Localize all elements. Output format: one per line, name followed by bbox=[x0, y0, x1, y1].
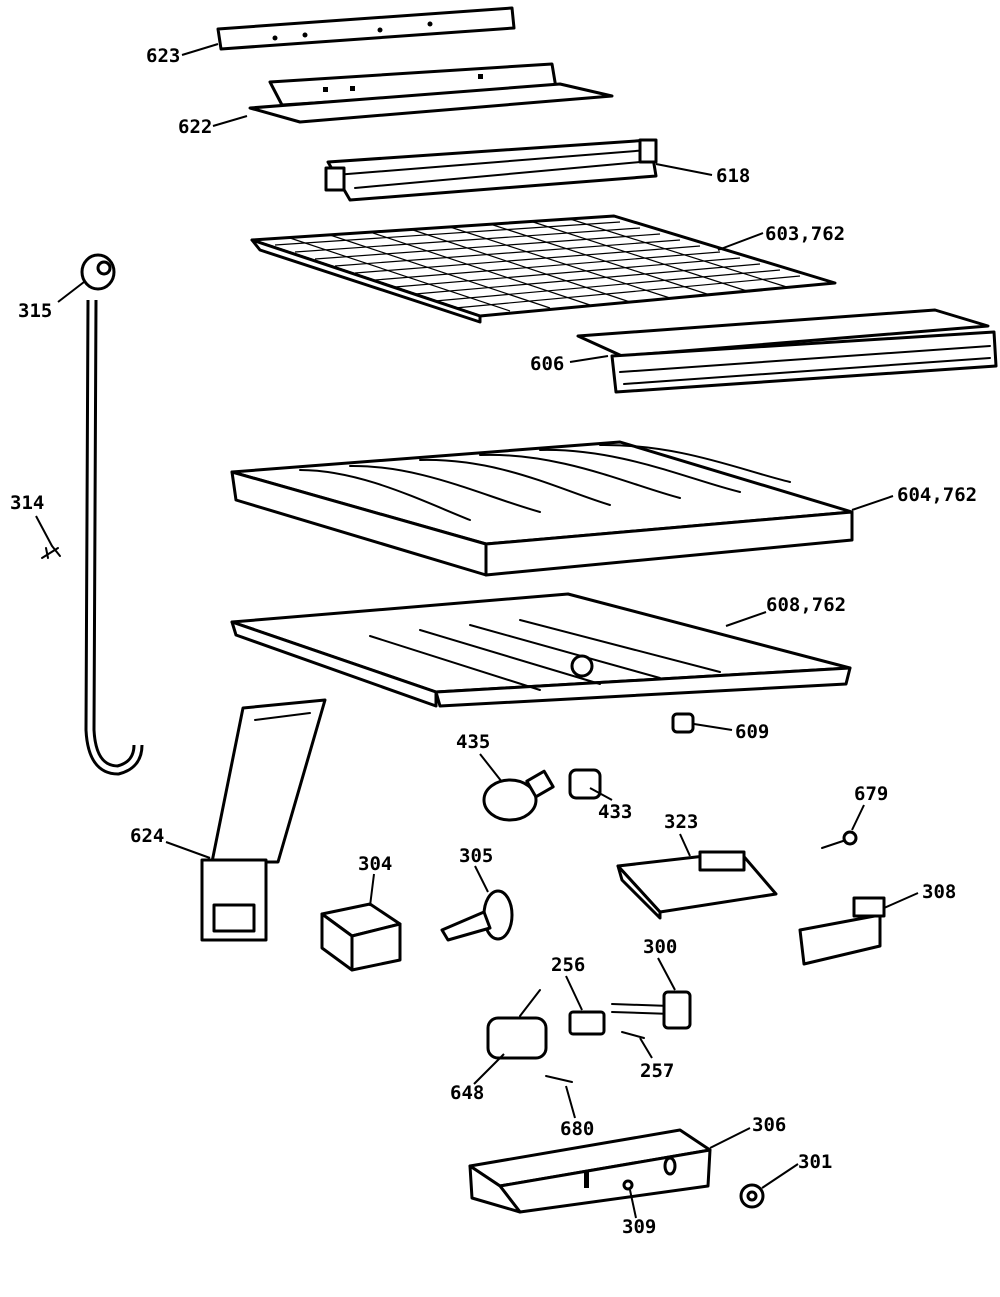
part-305-knob bbox=[440, 889, 514, 942]
callout-308: 308 bbox=[922, 881, 956, 903]
part-308-bracket bbox=[798, 896, 886, 966]
callout-604-762: 604,762 bbox=[897, 484, 977, 506]
part-301-nut bbox=[739, 1183, 765, 1209]
callout-618: 618 bbox=[716, 165, 750, 187]
part-623-bracket bbox=[216, 6, 516, 51]
callout-305: 305 bbox=[459, 845, 493, 867]
callout-435: 435 bbox=[456, 731, 490, 753]
part-679-screw bbox=[821, 830, 858, 849]
part-608-lower-shelf bbox=[230, 592, 852, 708]
callout-300: 300 bbox=[643, 936, 677, 958]
callout-609: 609 bbox=[735, 721, 769, 743]
part-306-bracket bbox=[468, 1128, 712, 1214]
part-609-clip bbox=[671, 712, 695, 734]
part-618-shield bbox=[324, 138, 658, 202]
callout-603-762: 603,762 bbox=[765, 223, 845, 245]
part-624-panel bbox=[200, 698, 327, 942]
callout-680: 680 bbox=[560, 1118, 594, 1140]
callout-315: 315 bbox=[18, 300, 52, 322]
part-435-bulb bbox=[482, 769, 555, 822]
callout-323: 323 bbox=[664, 811, 698, 833]
callout-648: 648 bbox=[450, 1082, 484, 1104]
callout-306: 306 bbox=[752, 1114, 786, 1136]
callout-301: 301 bbox=[798, 1151, 832, 1173]
part-680-screw bbox=[545, 1075, 573, 1083]
callout-309: 309 bbox=[622, 1216, 656, 1238]
part-315-drain-tube bbox=[80, 253, 144, 776]
part-606-trim bbox=[576, 308, 998, 394]
part-622-plate bbox=[248, 62, 614, 124]
callout-304: 304 bbox=[358, 853, 392, 875]
callout-314: 314 bbox=[10, 492, 44, 514]
part-314-clip bbox=[41, 545, 61, 559]
part-433-socket bbox=[568, 768, 602, 800]
part-304-block bbox=[320, 902, 402, 972]
callout-257: 257 bbox=[640, 1060, 674, 1082]
part-256-terminal bbox=[568, 1010, 606, 1036]
part-323-housing bbox=[616, 850, 778, 920]
callout-624: 624 bbox=[130, 825, 164, 847]
part-603-wire-shelf bbox=[250, 214, 837, 324]
callout-433: 433 bbox=[598, 801, 632, 823]
leader-lines bbox=[35, 43, 919, 1219]
callout-623: 623 bbox=[146, 45, 180, 67]
part-257-screw bbox=[621, 1031, 645, 1039]
callout-622: 622 bbox=[178, 116, 212, 138]
callout-256: 256 bbox=[551, 954, 585, 976]
part-648-switch bbox=[486, 989, 548, 1060]
callout-606: 606 bbox=[530, 353, 564, 375]
part-604-shelf-frame bbox=[230, 440, 854, 577]
callout-679: 679 bbox=[854, 783, 888, 805]
part-300-plug bbox=[611, 990, 692, 1030]
callout-608-762: 608,762 bbox=[766, 594, 846, 616]
